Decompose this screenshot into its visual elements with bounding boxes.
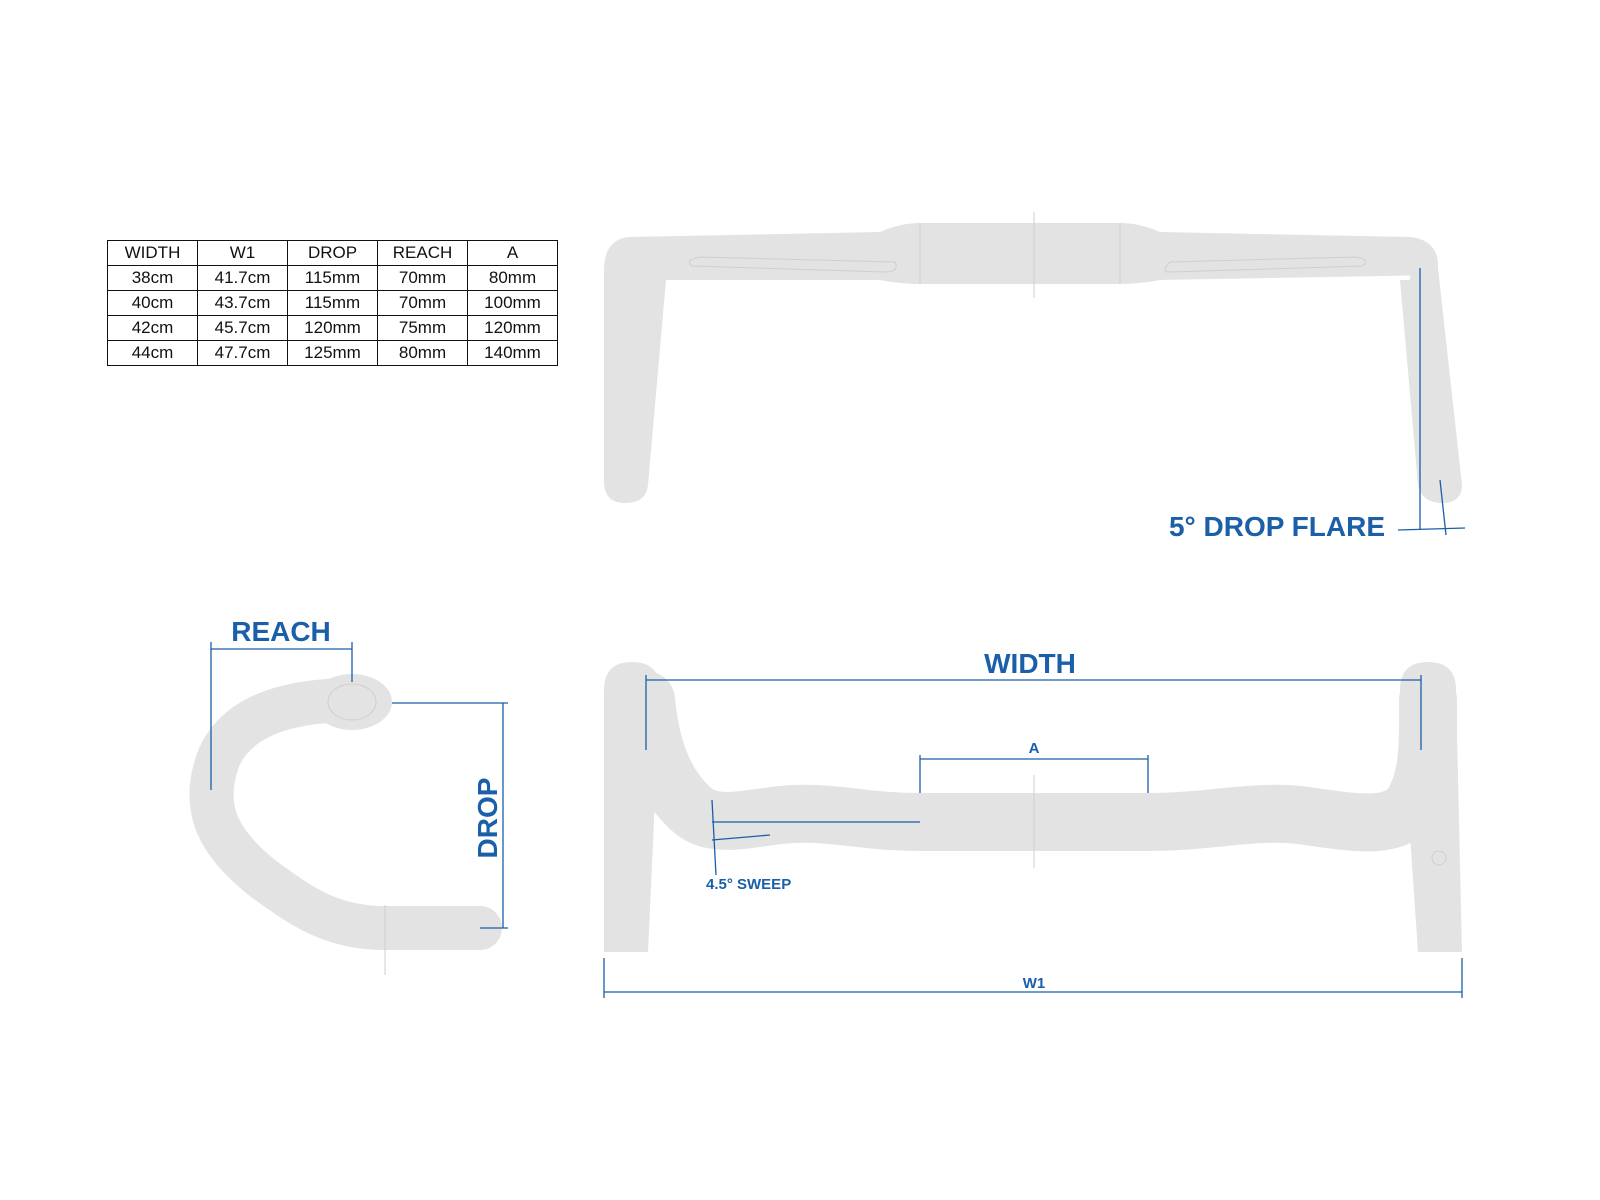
table-header-cell: W1 <box>197 240 288 266</box>
side-view-clamp <box>312 674 392 730</box>
width-label: WIDTH <box>984 648 1076 679</box>
drop-label: DROP <box>472 778 503 859</box>
front-view-right-slot <box>1164 256 1367 273</box>
front-view-left-drop <box>604 237 666 503</box>
table-cell: 140mm <box>467 340 558 366</box>
front-view-top-bar <box>628 223 1438 284</box>
top-view-right-sweep <box>1119 671 1458 852</box>
table-cell: 41.7cm <box>197 265 288 291</box>
top-view-handlebar <box>604 662 1462 952</box>
sweep-dimension: 4.5° SWEEP <box>706 799 920 893</box>
top-view-left-sweep <box>617 671 949 851</box>
side-view-bar <box>189 678 502 950</box>
table-cell: 80mm <box>377 340 468 366</box>
table-cell: 47.7cm <box>197 340 288 366</box>
sweep-tick <box>711 799 717 876</box>
table-header-cell: REACH <box>377 240 468 266</box>
front-view-right-drop <box>1400 237 1462 503</box>
table-cell: 120mm <box>287 315 378 341</box>
side-view-handlebar <box>189 674 502 975</box>
table-row: 44cm 47.7cm 125mm 80mm 140mm <box>107 340 558 366</box>
drop-flare-baseline <box>1397 527 1466 531</box>
table-cell: 115mm <box>287 265 378 291</box>
top-view-left-drop <box>604 662 660 952</box>
w1-label: W1 <box>1023 975 1046 992</box>
drop-flare-label: 5° DROP FLARE <box>1169 511 1385 542</box>
top-view-bolt-marker <box>1431 850 1447 866</box>
table-header-row: WIDTH W1 DROP REACH A <box>107 240 558 266</box>
table-cell: 115mm <box>287 290 378 316</box>
sweep-angled-line <box>711 834 771 841</box>
table-row: 38cm 41.7cm 115mm 70mm 80mm <box>107 265 558 291</box>
drop-flare-angled-line <box>1439 479 1447 536</box>
a-label: A <box>1029 740 1040 757</box>
table-cell: 70mm <box>377 290 468 316</box>
side-view-clamp-outline <box>327 683 377 721</box>
a-dimension: A <box>919 740 1149 793</box>
side-view-bar-end <box>470 906 480 950</box>
table-row: 42cm 45.7cm 120mm 75mm 120mm <box>107 315 558 341</box>
front-view-handlebar <box>604 212 1462 503</box>
table-header-cell: WIDTH <box>107 240 198 266</box>
reach-dimension: REACH <box>210 616 353 790</box>
drop-flare-dimension: 5° DROP FLARE <box>1169 268 1466 542</box>
table-cell: 125mm <box>287 340 378 366</box>
table-header-cell: A <box>467 240 558 266</box>
table-cell: 80mm <box>467 265 558 291</box>
w1-dimension: W1 <box>603 958 1463 998</box>
table-cell: 43.7cm <box>197 290 288 316</box>
table-cell: 42cm <box>107 315 198 341</box>
sweep-label: 4.5° SWEEP <box>706 876 791 893</box>
top-view-right-drop <box>1400 662 1462 952</box>
width-dimension: WIDTH <box>645 648 1422 750</box>
drop-dimension: DROP <box>392 702 508 929</box>
front-view-left-slot <box>688 256 897 273</box>
reach-label: REACH <box>231 616 331 647</box>
table-cell: 75mm <box>377 315 468 341</box>
geometry-table: WIDTH W1 DROP REACH A 38cm 41.7cm 115mm … <box>107 240 558 366</box>
